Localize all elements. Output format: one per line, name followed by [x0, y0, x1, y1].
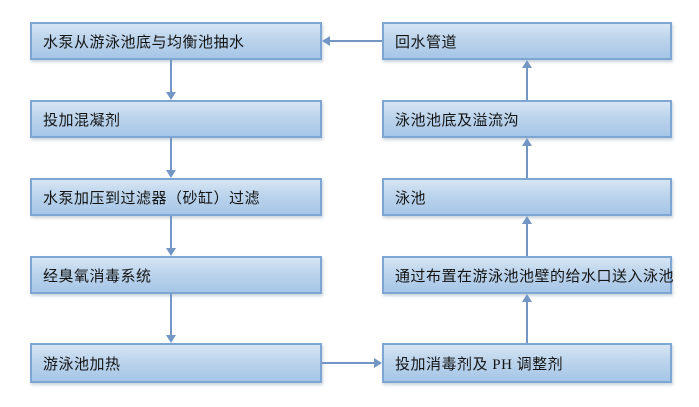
flow-node-ozone-disinfection: 经臭氧消毒系统	[30, 256, 322, 294]
arrow-up-head-icon	[522, 216, 532, 224]
flow-node-return-pipe: 回水管道	[382, 22, 672, 60]
arrow-down-line-3	[170, 216, 172, 249]
flow-node-coagulant: 投加混凝剂	[30, 100, 322, 138]
arrow-right-line	[322, 362, 375, 364]
arrow-up-head-icon	[522, 294, 532, 302]
arrow-up-head-icon	[522, 60, 532, 68]
arrow-down-head-icon	[166, 170, 176, 178]
arrow-down-head-icon	[166, 335, 176, 343]
arrow-down-head-icon	[166, 248, 176, 256]
arrow-down-line-1	[170, 60, 172, 93]
flow-node-pool-bottom-overflow: 泳池池底及溢流沟	[382, 100, 672, 138]
arrow-up-line-1	[526, 67, 528, 100]
flow-node-pool: 泳池	[382, 178, 672, 216]
arrow-up-line-3	[526, 223, 528, 256]
arrow-right-head-icon	[374, 358, 382, 368]
arrow-up-line-2	[526, 145, 528, 178]
arrow-up-line-4	[526, 301, 528, 343]
arrow-down-line-4	[170, 294, 172, 336]
arrow-down-line-2	[170, 138, 172, 171]
arrow-down-head-icon	[166, 92, 176, 100]
arrow-left-line	[329, 40, 382, 42]
flow-node-wall-inlets: 通过布置在游泳池池壁的给水口送入泳池	[382, 256, 674, 294]
flow-node-sand-filter: 水泵加压到过滤器（砂缸）过滤	[30, 178, 322, 216]
flow-node-pool-heating: 游泳池加热	[30, 343, 322, 383]
arrow-up-head-icon	[522, 138, 532, 146]
arrow-left-head-icon	[322, 36, 330, 46]
flow-node-disinfectant-ph: 投加消毒剂及 PH 调整剂	[382, 343, 672, 383]
flow-node-pump-intake: 水泵从游泳池底与均衡池抽水	[30, 22, 322, 60]
